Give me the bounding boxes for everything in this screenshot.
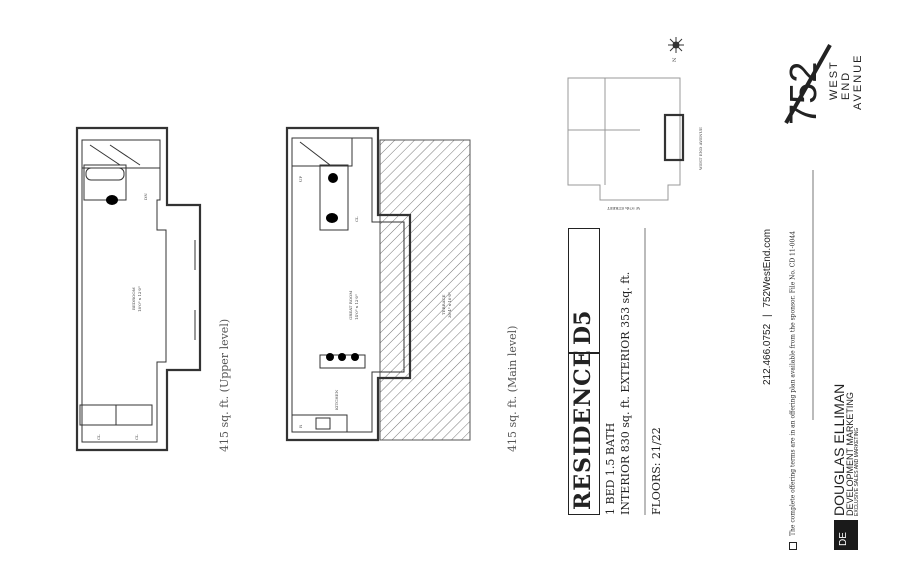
- bathroom: [83, 164, 127, 201]
- bathtub: [85, 167, 125, 181]
- street-label: WEST END AVENUE: [698, 127, 703, 170]
- great-room-dimensions: 14'0" x 12'0": [354, 294, 359, 320]
- closet-label: CL: [134, 434, 139, 440]
- residence-unit: D5: [570, 310, 596, 345]
- residence-box: [568, 228, 600, 515]
- north-label: N: [672, 57, 678, 62]
- closet-label: CL: [354, 216, 359, 222]
- equal-housing-icon: [789, 542, 797, 550]
- terrace: [379, 139, 471, 441]
- phone: 212.466.0752: [762, 323, 773, 385]
- powder-room: [319, 164, 349, 231]
- residence-floors: FLOORS: 21/22: [650, 427, 663, 515]
- great-room-label: GREAT ROOM: [348, 291, 353, 320]
- closet-label: CL: [96, 434, 101, 440]
- fridge-label: R: [298, 424, 303, 428]
- residence-area: INTERIOR 830 sq. ft. EXTERIOR 353 sq. ft…: [619, 271, 632, 515]
- separator: |: [762, 314, 773, 318]
- stair-label: DN: [143, 193, 148, 200]
- stair-label: UP: [298, 176, 303, 182]
- logo-slash: [784, 44, 832, 124]
- logo-line3: AVENUE: [852, 53, 864, 110]
- upper-level-plan: BEDROOM 18'0" x 12'0" CL CL DN: [75, 126, 202, 452]
- broker-logo-mark: DE: [834, 520, 858, 550]
- logo-number: 752: [783, 61, 825, 125]
- broker-tagline: EXCLUSIVE SALES AND MARKETING: [854, 427, 860, 516]
- terrace-dimensions: 30'4" x 10'0": [447, 292, 452, 318]
- main-level-plan: GREAT ROOM 14'0" x 12'0" TERRACE 30'4" x…: [285, 126, 471, 442]
- disclaimer: The complete offering terms are in an of…: [789, 231, 797, 550]
- kitchen-label: KITCHEN: [334, 389, 339, 410]
- street-label: W 97th STREET: [607, 206, 640, 211]
- residence-box-divider: [568, 352, 600, 354]
- logo-line2: END: [840, 70, 852, 100]
- contact-line: 212.466.0752 | 752WestEnd.com: [762, 229, 773, 385]
- terrace-label: TERRACE: [441, 294, 446, 315]
- residence-title: RESIDENCE: [570, 349, 596, 510]
- bedroom-dimensions: 18'0" x 12'0": [137, 286, 142, 312]
- upper-level-area: 415 sq. ft. (Upper level): [218, 318, 231, 452]
- beds-baths: 1 BED 1.5 BATH: [604, 422, 617, 515]
- website-link[interactable]: 752WestEnd.com: [762, 228, 773, 308]
- main-level-area: 415 sq. ft. (Main level): [506, 325, 519, 452]
- compass-icon: N: [668, 37, 684, 62]
- bedroom-label: BEDROOM: [131, 287, 136, 310]
- broker-name: DOUGLAS ELLIMAN: [831, 383, 847, 516]
- site-map: WEST END AVENUE W 97th STREET: [567, 77, 703, 211]
- kitchen-counter: [291, 414, 348, 433]
- logo-line1: WEST: [828, 60, 840, 100]
